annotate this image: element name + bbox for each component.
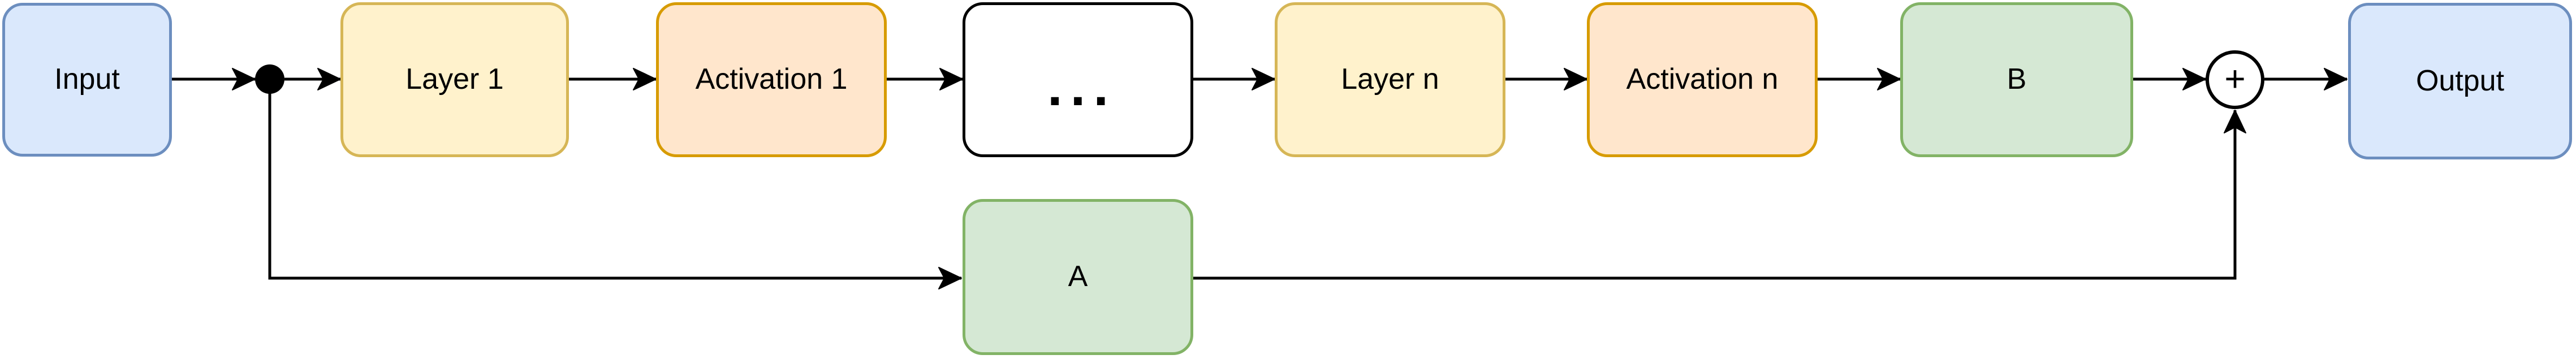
node-label: Layer 1 <box>405 63 504 96</box>
node-label: Input <box>54 63 120 96</box>
node-label: B <box>2007 63 2027 96</box>
node-layer-1: Layer 1 <box>340 2 569 157</box>
node-label: Output <box>2415 64 2505 97</box>
plus-icon: + <box>2224 58 2246 99</box>
node-label: Layer n <box>1341 63 1439 96</box>
node-ellipsis: ... <box>963 2 1193 157</box>
node-activation-1: Activation 1 <box>656 2 887 157</box>
node-output: Output <box>2348 3 2572 159</box>
node-a: A <box>963 199 1193 355</box>
node-sum-plus: + <box>2206 50 2264 109</box>
node-layer-n: Layer n <box>1275 2 1505 157</box>
node-activation-n: Activation n <box>1587 2 1818 157</box>
node-label: A <box>1068 260 1088 293</box>
node-label: ... <box>1047 57 1116 118</box>
node-label: Activation 1 <box>695 63 848 96</box>
node-b: B <box>1900 2 2133 157</box>
junction-dot <box>255 64 284 94</box>
node-label: Activation n <box>1626 63 1779 96</box>
node-input: Input <box>2 3 172 157</box>
